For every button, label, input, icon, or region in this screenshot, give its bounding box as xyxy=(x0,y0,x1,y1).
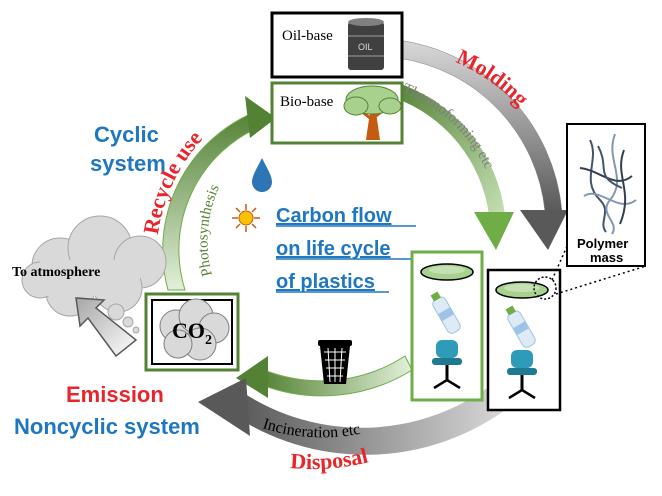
bio-base-label: Bio-base xyxy=(280,94,334,110)
plate-icon xyxy=(420,263,474,281)
cyclic-line1: Cyclic xyxy=(94,122,159,147)
emission-arrow xyxy=(75,297,138,358)
incineration-arrowhead xyxy=(236,356,268,398)
disposal-arrowhead xyxy=(198,378,250,436)
polymer-label-1: Polymer xyxy=(577,236,628,251)
chair-icon-2 xyxy=(507,350,537,400)
disposal-arrow xyxy=(238,386,508,455)
polymer-label-2: mass xyxy=(590,250,623,265)
small-cloud-3 xyxy=(132,326,140,334)
title-line3: of plastics xyxy=(276,271,375,293)
emission-label: Emission xyxy=(66,382,164,407)
plate-icon-2 xyxy=(495,281,549,299)
sun-icon xyxy=(232,204,260,232)
co2-label: CO2 xyxy=(172,318,212,348)
zoom-line-bottom xyxy=(555,265,647,295)
bottle-icon-2 xyxy=(505,305,536,348)
small-cloud-2 xyxy=(122,316,134,328)
thermoforming-arrow xyxy=(395,82,505,215)
noncyclic-label: Noncyclic system xyxy=(14,414,200,439)
atmosphere-cloud xyxy=(21,215,167,317)
polymer-mass-box xyxy=(566,123,646,267)
title-line2: on life cycle xyxy=(276,238,391,260)
oil-drum-text: OIL xyxy=(358,42,373,52)
incineration-label: Incineration etc xyxy=(261,416,362,442)
photosynthesis-arrowhead xyxy=(245,96,276,138)
oil-drum-icon: OIL xyxy=(348,18,384,70)
chair-icon xyxy=(432,340,462,390)
polymer-strands-icon xyxy=(579,133,637,235)
small-cloud-1 xyxy=(107,303,125,321)
zoom-line-top xyxy=(551,243,569,281)
title-line1: Carbon flow xyxy=(276,205,392,227)
cyclic-line2: system xyxy=(90,151,166,176)
oil-base-label: Oil-base xyxy=(282,28,333,44)
atmosphere-label: To atmosphere xyxy=(12,265,100,280)
tree-icon xyxy=(343,85,402,140)
water-drop-icon xyxy=(252,158,272,192)
thermoforming-arrowhead xyxy=(474,212,514,250)
diagram-title: Carbon flow on life cycle of plastics xyxy=(276,205,392,293)
molding-arrowhead xyxy=(520,210,568,250)
photosynthesis-label: Photosynthesis xyxy=(195,182,222,278)
co2-cloud xyxy=(159,298,230,361)
trash-can-icon xyxy=(318,340,352,384)
zoom-circle xyxy=(533,276,557,300)
bottle-icon xyxy=(430,291,461,334)
